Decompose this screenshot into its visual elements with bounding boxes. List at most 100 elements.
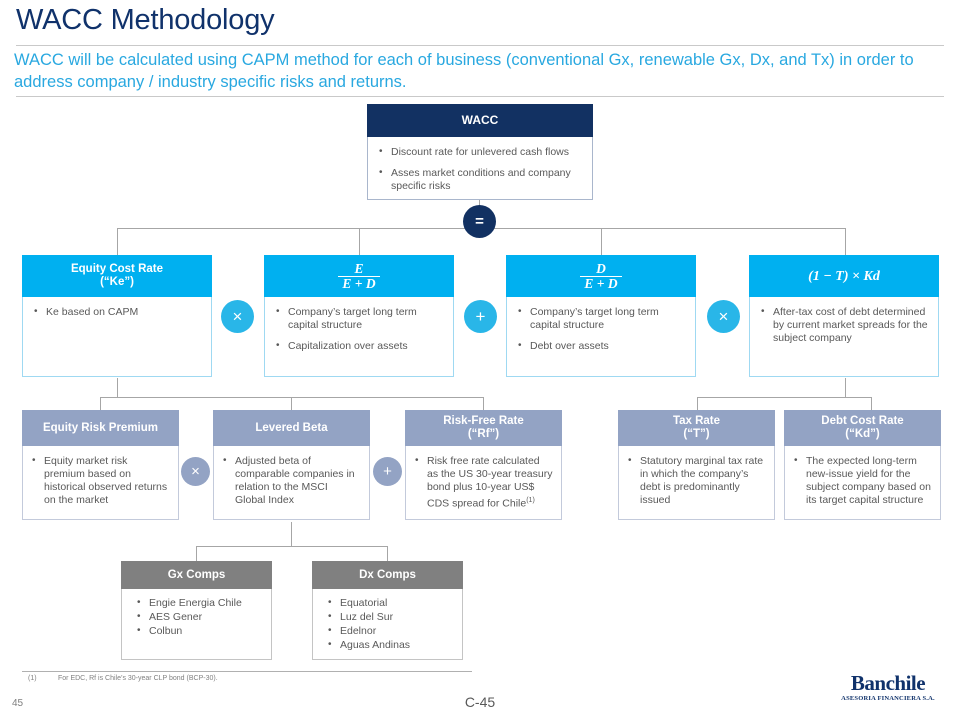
connector-to-d-over-ed: [601, 228, 602, 255]
plus-operator-badge-2: +: [373, 457, 402, 486]
list-item: Adjusted beta of comparable companies in…: [220, 454, 361, 507]
component-box-equity-weight[interactable]: E E + D Company’s target long term capit…: [264, 255, 454, 377]
fraction-denominator: E + D: [338, 275, 380, 291]
list-item-text: Risk free rate calculated as the US 30-y…: [427, 455, 553, 510]
fraction-denominator: E + D: [580, 275, 622, 291]
fraction-d-over-e-plus-d: D E + D: [580, 260, 622, 291]
driver-title-line2: (“T”): [683, 428, 710, 440]
driver-body-tax-rate: Statutory marginal tax rate in which the…: [618, 446, 775, 520]
list-item: Capitalization over assets: [273, 339, 445, 353]
component-bullet-list: After-tax cost of debt determined by cur…: [758, 305, 930, 345]
subtitle-divider: [16, 96, 944, 97]
driver-header-levered-beta: Levered Beta: [213, 410, 370, 446]
multiply-operator-badge-2: ×: [707, 300, 740, 333]
footnote-text: For EDC, Rf is Chile’s 30-year CLP bond …: [58, 675, 218, 682]
list-item: Luz del Sur: [325, 610, 456, 624]
equals-operator-badge: =: [463, 205, 496, 238]
list-item: Colbun: [134, 624, 265, 638]
driver-body-risk-free-rate: Risk free rate calculated as the US 30-y…: [405, 446, 562, 520]
wacc-box-header: WACC: [367, 104, 593, 137]
list-item: Company’s target long term capital struc…: [515, 305, 687, 332]
component-bullet-list: Company’s target long term capital struc…: [273, 305, 445, 353]
component-header-equity-cost-rate: Equity Cost Rate (“Ke”): [22, 255, 212, 297]
fraction-e-over-e-plus-d: E E + D: [338, 260, 380, 291]
page-number-center: C-45: [464, 694, 496, 710]
footnote-reference: (1): [526, 497, 535, 504]
component-header-equity-weight: E E + D: [264, 255, 454, 297]
list-item: Company’s target long term capital struc…: [273, 305, 445, 332]
multiply-operator-badge-3: ×: [181, 457, 210, 486]
driver-body-equity-risk-premium: Equity market risk premium based on hist…: [22, 446, 179, 520]
component-body-debt-weight: Company’s target long term capital struc…: [506, 297, 696, 377]
connector-kd-stem: [845, 378, 846, 397]
wacc-bullet-list: Discount rate for unlevered cash flows A…: [376, 145, 584, 193]
driver-bullet-list: The expected long-term new-issue yield f…: [791, 454, 932, 507]
component-header-after-tax-debt-cost: (1 − T) × Kd: [749, 255, 939, 297]
comps-body-gx: Engie Energia Chile AES Gener Colbun: [121, 589, 272, 660]
slide-subtitle: WACC will be calculated using CAPM metho…: [14, 51, 914, 91]
component-bullet-list: Ke based on CAPM: [31, 305, 203, 319]
connector-to-equity-risk-premium: [100, 397, 101, 410]
list-item: After-tax cost of debt determined by cur…: [758, 305, 930, 345]
component-box-debt-weight[interactable]: D E + D Company’s target long term capit…: [506, 255, 696, 377]
connector-to-gx-comps: [196, 546, 197, 561]
driver-box-levered-beta[interactable]: Levered Beta Adjusted beta of comparable…: [213, 410, 370, 520]
footnote-divider: [22, 671, 472, 672]
driver-box-risk-free-rate[interactable]: Risk-Free Rate (“Rf”) Risk free rate cal…: [405, 410, 562, 520]
driver-title-line1: Equity Risk Premium: [42, 421, 159, 434]
component-body-equity-cost-rate: Ke based on CAPM: [22, 297, 212, 377]
comps-box-gx[interactable]: Gx Comps Engie Energia Chile AES Gener C…: [121, 561, 272, 660]
list-item: Equity market risk premium based on hist…: [29, 454, 170, 507]
fraction-numerator: E: [354, 260, 364, 276]
formula-one-minus-t-times-kd: (1 − T) × Kd: [808, 268, 880, 284]
comps-header-gx: Gx Comps: [121, 561, 272, 589]
connector-to-debt-cost-rate: [871, 397, 872, 410]
list-item: Discount rate for unlevered cash flows: [376, 145, 584, 159]
footnote: (1) For EDC, Rf is Chile’s 30-year CLP bo…: [28, 675, 218, 682]
list-item: Engie Energia Chile: [134, 596, 265, 610]
driver-box-equity-risk-premium[interactable]: Equity Risk Premium Equity market risk p…: [22, 410, 179, 520]
connector-to-ke: [117, 228, 118, 255]
driver-title-line1: Levered Beta: [255, 421, 328, 434]
driver-body-debt-cost-rate: The expected long-term new-issue yield f…: [784, 446, 941, 520]
component-body-equity-weight: Company’s target long term capital struc…: [264, 297, 454, 377]
component-box-equity-cost-rate[interactable]: Equity Cost Rate (“Ke”) Ke based on CAPM: [22, 255, 212, 377]
comps-box-dx[interactable]: Dx Comps Equatorial Luz del Sur Edelnor …: [312, 561, 463, 660]
list-item: Aguas Andinas: [325, 638, 456, 652]
component-box-after-tax-debt-cost[interactable]: (1 − T) × Kd After-tax cost of debt dete…: [749, 255, 939, 377]
list-item: Risk free rate calculated as the US 30-y…: [412, 454, 553, 511]
wacc-box[interactable]: WACC Discount rate for unlevered cash fl…: [367, 104, 593, 200]
driver-header-equity-risk-premium: Equity Risk Premium: [22, 410, 179, 446]
multiply-operator-badge-1: ×: [221, 300, 254, 333]
list-item: Ke based on CAPM: [31, 305, 203, 319]
connector-to-dx-comps: [387, 546, 388, 561]
driver-title-line2: (“Rf”): [467, 428, 500, 440]
wacc-box-body: Discount rate for unlevered cash flows A…: [367, 137, 593, 200]
plus-operator-badge-1: +: [464, 300, 497, 333]
connector-to-e-over-ed: [359, 228, 360, 255]
connector-to-kd: [845, 228, 846, 255]
footnote-mark: (1): [28, 675, 37, 682]
component-bullet-list: Company’s target long term capital struc…: [515, 305, 687, 353]
connector-to-levered-beta: [291, 397, 292, 410]
driver-header-tax-rate: Tax Rate (“T”): [618, 410, 775, 446]
comps-list-dx: Equatorial Luz del Sur Edelnor Aguas And…: [325, 596, 456, 652]
comps-body-dx: Equatorial Luz del Sur Edelnor Aguas And…: [312, 589, 463, 660]
driver-bullet-list: Equity market risk premium based on hist…: [29, 454, 170, 507]
list-item: Edelnor: [325, 624, 456, 638]
driver-bullet-list: Adjusted beta of comparable companies in…: [220, 454, 361, 507]
banchile-logo: Banchile ASESORIA FINANCIERA S.A.: [828, 672, 948, 702]
component-title-line2: (“Ke”): [100, 276, 134, 288]
component-title-line1: Equity Cost Rate: [70, 263, 163, 275]
driver-box-tax-rate[interactable]: Tax Rate (“T”) Statutory marginal tax ra…: [618, 410, 775, 520]
list-item: The expected long-term new-issue yield f…: [791, 454, 932, 507]
list-item: Equatorial: [325, 596, 456, 610]
connector-to-tax-rate: [697, 397, 698, 410]
component-body-after-tax-debt-cost: After-tax cost of debt determined by cur…: [749, 297, 939, 377]
driver-title-line2: (“Kd”): [845, 428, 880, 440]
page-number-left: 45: [12, 698, 24, 709]
driver-box-debt-cost-rate[interactable]: Debt Cost Rate (“Kd”) The expected long-…: [784, 410, 941, 520]
comps-list-gx: Engie Energia Chile AES Gener Colbun: [134, 596, 265, 638]
fraction-numerator: D: [596, 260, 606, 276]
